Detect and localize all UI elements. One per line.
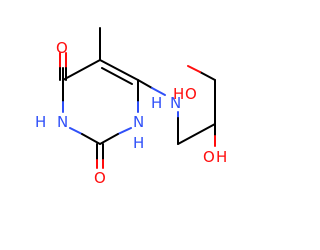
atom-o-top: O — [56, 39, 68, 57]
bond-c6-nh-n — [151, 87, 166, 96]
molecule-structure-diagram: O O H N N H H N H H O O H — [35, 27, 227, 187]
atom-n-amine: N — [170, 94, 181, 112]
bonds — [59, 27, 216, 169]
bond-c4-c5 — [62, 59, 101, 81]
atom-h-n1: H — [133, 134, 144, 152]
bond-ch2oh-o-c — [199, 71, 216, 81]
bond-c5-c6-inner — [101, 67, 133, 85]
atom-h-n3: H — [35, 113, 46, 131]
bond-ch2oh-o-o — [187, 65, 201, 73]
atom-o-oh-top: O — [185, 85, 197, 103]
atom-h-oh-top-visible: H — [173, 85, 184, 103]
atom-h-amine: H — [151, 94, 162, 112]
bond-n1-c2-n — [117, 127, 132, 135]
atom-o-bottom: O — [94, 169, 106, 187]
atom-o-oh-bottom: O — [203, 148, 215, 166]
atom-n1: N — [133, 113, 144, 131]
bond-n3-c2-n — [69, 127, 83, 135]
bond-n3-c2-c — [81, 133, 101, 145]
bond-ch2-ch — [177, 123, 216, 145]
bond-c5-c6 — [99, 59, 139, 81]
atom-n3: N — [57, 113, 68, 131]
bond-c6-nh-c — [137, 79, 153, 89]
atom-labels: O O H N N H H N H H O O H — [35, 39, 227, 187]
atom-h-oh-bottom: H — [216, 148, 227, 166]
bond-n1-c2-c — [99, 133, 119, 145]
